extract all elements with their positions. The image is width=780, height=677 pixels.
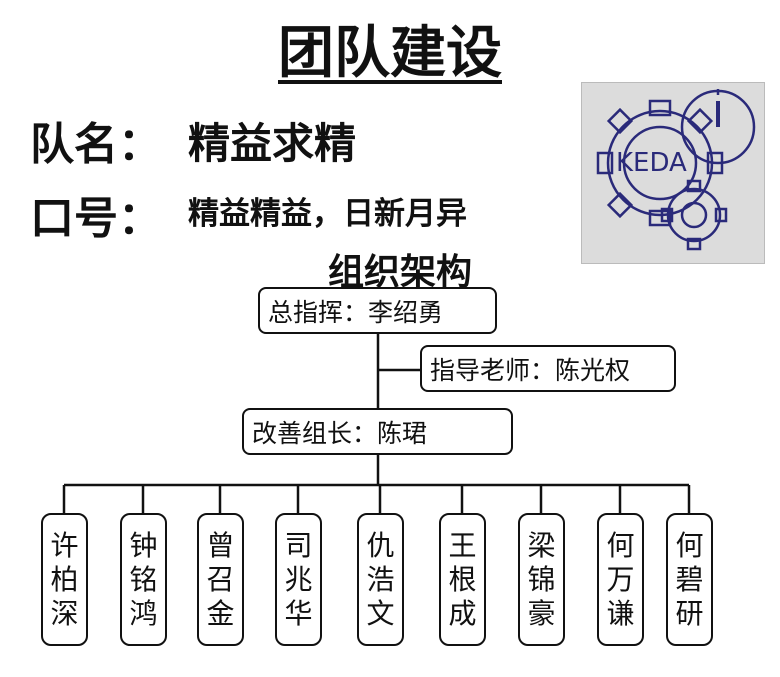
member-char: 柏 xyxy=(50,562,79,596)
member-char: 浩 xyxy=(366,562,395,596)
logo-text: KEDA xyxy=(616,148,687,178)
member-char: 金 xyxy=(206,596,235,630)
advisor-box: 指导老师：陈光权 xyxy=(420,345,676,392)
page-title: 团队建设 xyxy=(278,21,502,86)
member-char: 碧 xyxy=(675,562,704,596)
org-chart-title: 组织架构 xyxy=(327,252,472,293)
member-char: 鸿 xyxy=(129,596,158,630)
member-box: 许 柏 深 xyxy=(41,513,88,646)
member-box: 钟 铭 鸿 xyxy=(120,513,167,646)
member-char: 梁 xyxy=(527,528,556,562)
member-char: 司 xyxy=(284,528,313,562)
commander-box: 总指挥：李绍勇 xyxy=(258,287,497,334)
member-char: 曾 xyxy=(206,528,235,562)
member-box: 何 碧 研 xyxy=(666,513,713,646)
member-char: 仇 xyxy=(366,528,395,562)
member-char: 王 xyxy=(448,528,477,562)
member-box: 何 万 谦 xyxy=(597,513,644,646)
member-box: 曾 召 金 xyxy=(197,513,244,646)
member-char: 许 xyxy=(50,528,79,562)
member-char: 深 xyxy=(50,596,79,630)
slogan-label: 口号： xyxy=(30,193,162,244)
member-box: 梁 锦 豪 xyxy=(518,513,565,646)
member-char: 研 xyxy=(675,596,704,630)
member-char: 根 xyxy=(448,562,477,596)
member-char: 兆 xyxy=(284,562,313,596)
member-char: 成 xyxy=(448,596,477,630)
member-char: 钟 xyxy=(129,528,158,562)
team-name-value: 精益求精 xyxy=(188,119,357,168)
gear-clock-logo-icon: KEDA xyxy=(596,89,756,251)
leader-box: 改善组长：陈珺 xyxy=(242,408,513,455)
team-logo: KEDA xyxy=(581,82,765,264)
member-char: 何 xyxy=(675,528,704,562)
member-box: 仇 浩 文 xyxy=(357,513,404,646)
member-char: 万 xyxy=(606,562,635,596)
team-name-label: 队名： xyxy=(30,119,162,170)
member-char: 铭 xyxy=(129,562,158,596)
member-char: 华 xyxy=(284,596,313,630)
member-box: 王 根 成 xyxy=(439,513,486,646)
member-char: 豪 xyxy=(527,596,556,630)
member-char: 召 xyxy=(206,562,235,596)
member-char: 谦 xyxy=(606,596,635,630)
member-char: 何 xyxy=(606,528,635,562)
member-char: 文 xyxy=(366,596,395,630)
member-char: 锦 xyxy=(527,562,556,596)
slogan-value: 精益精益，日新月异 xyxy=(188,196,467,232)
member-box: 司 兆 华 xyxy=(275,513,322,646)
